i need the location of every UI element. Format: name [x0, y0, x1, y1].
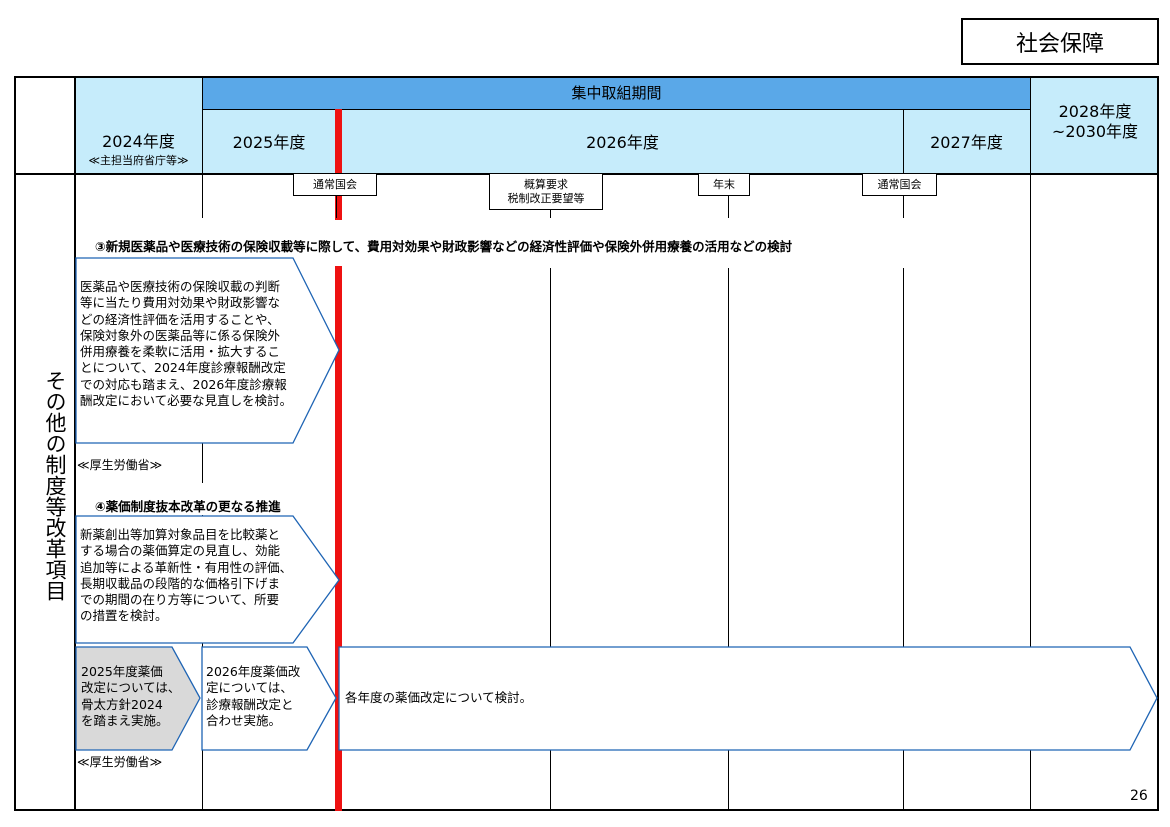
roadmap-frame: [14, 76, 1159, 811]
item3-ministry: ≪厚生労働省≫: [77, 458, 163, 472]
header-col-2025: 2025年度: [232, 133, 306, 152]
side-label: その他の制度等改革項目: [43, 370, 67, 601]
item4-step-later: 各年度の薬価改定について検討。: [345, 690, 533, 705]
item3-description: 医薬品や医療技術の保険収載の判断 等に当たり費用対効果や財政影響な どの経済性評…: [80, 279, 293, 409]
step-later-arrow: [338, 646, 1158, 751]
item4-step-2025: 2025年度薬価 改定については、 骨太方針2024 を踏まえ実施。: [81, 664, 181, 728]
grid-line-h1: [202, 109, 1031, 110]
header-col-2024: 2024年度 ≪主担当府省庁等≫: [75, 128, 202, 168]
item4-title-bg: [80, 483, 320, 515]
header-col-2027: 2027年度: [930, 133, 1003, 152]
marker-diet-session-1: 通常国会: [293, 173, 377, 196]
header-col-2024-sub: ≪主担当府省庁等≫: [88, 154, 189, 167]
step-2026-arrow: [201, 646, 337, 751]
grid-line-v1: [74, 76, 76, 811]
grid-line-v6: [1030, 76, 1031, 811]
category-label: 社会保障: [961, 18, 1159, 65]
marker-budget-request: 概算要求 税制改正要望等: [489, 173, 603, 210]
item3-title: ③新規医薬品や医療技術の保険収載等に際して、費用対効果や財政影響などの経済性評価…: [95, 239, 793, 254]
header-col-2024-year: 2024年度: [102, 132, 175, 151]
timeline-title-gap: [334, 220, 343, 266]
marker-budget-request-line2: 税制改正要望等: [507, 191, 585, 205]
header-col-2028: 2028年度 ~2030年度: [1031, 98, 1159, 146]
header-col-2024-bg: [75, 76, 202, 173]
period-banner-bg: [202, 76, 1031, 109]
header-col-2026: 2026年度: [586, 133, 659, 152]
page-number: 26: [1130, 788, 1148, 804]
marker-tick-1: [336, 196, 337, 218]
marker-tick-2: [550, 210, 551, 218]
marker-year-end: 年末: [698, 173, 750, 196]
header-col-2028-line2: ~2030年度: [1051, 122, 1139, 141]
grid-line-v5: [903, 109, 904, 811]
item4-description: 新薬創出等加算対象品目を比較薬と する場合の薬価算定の見直し、効能 追加等による…: [80, 527, 293, 624]
item4-ministry: ≪厚生労働省≫: [77, 755, 163, 769]
marker-diet-session-2: 通常国会: [862, 173, 937, 196]
marker-budget-request-line1: 概算要求: [524, 177, 568, 191]
header-col-2028-line1: 2028年度: [1058, 102, 1132, 121]
timeline-now-line: [335, 109, 342, 811]
item4-step-2026: 2026年度薬価改 定については、 診療報酬改定と 合わせ実施。: [206, 664, 301, 728]
grid-line-v3: [550, 173, 551, 811]
marker-tick-4: [903, 196, 904, 218]
period-banner: 集中取組期間: [571, 84, 662, 102]
grid-line-v4: [728, 173, 729, 811]
marker-tick-3: [728, 196, 729, 218]
step-2025-arrow: [75, 646, 201, 751]
item4-title: ④薬価制度抜本改革の更なる推進: [95, 499, 281, 514]
header-col-2028-bg: [1031, 76, 1159, 173]
